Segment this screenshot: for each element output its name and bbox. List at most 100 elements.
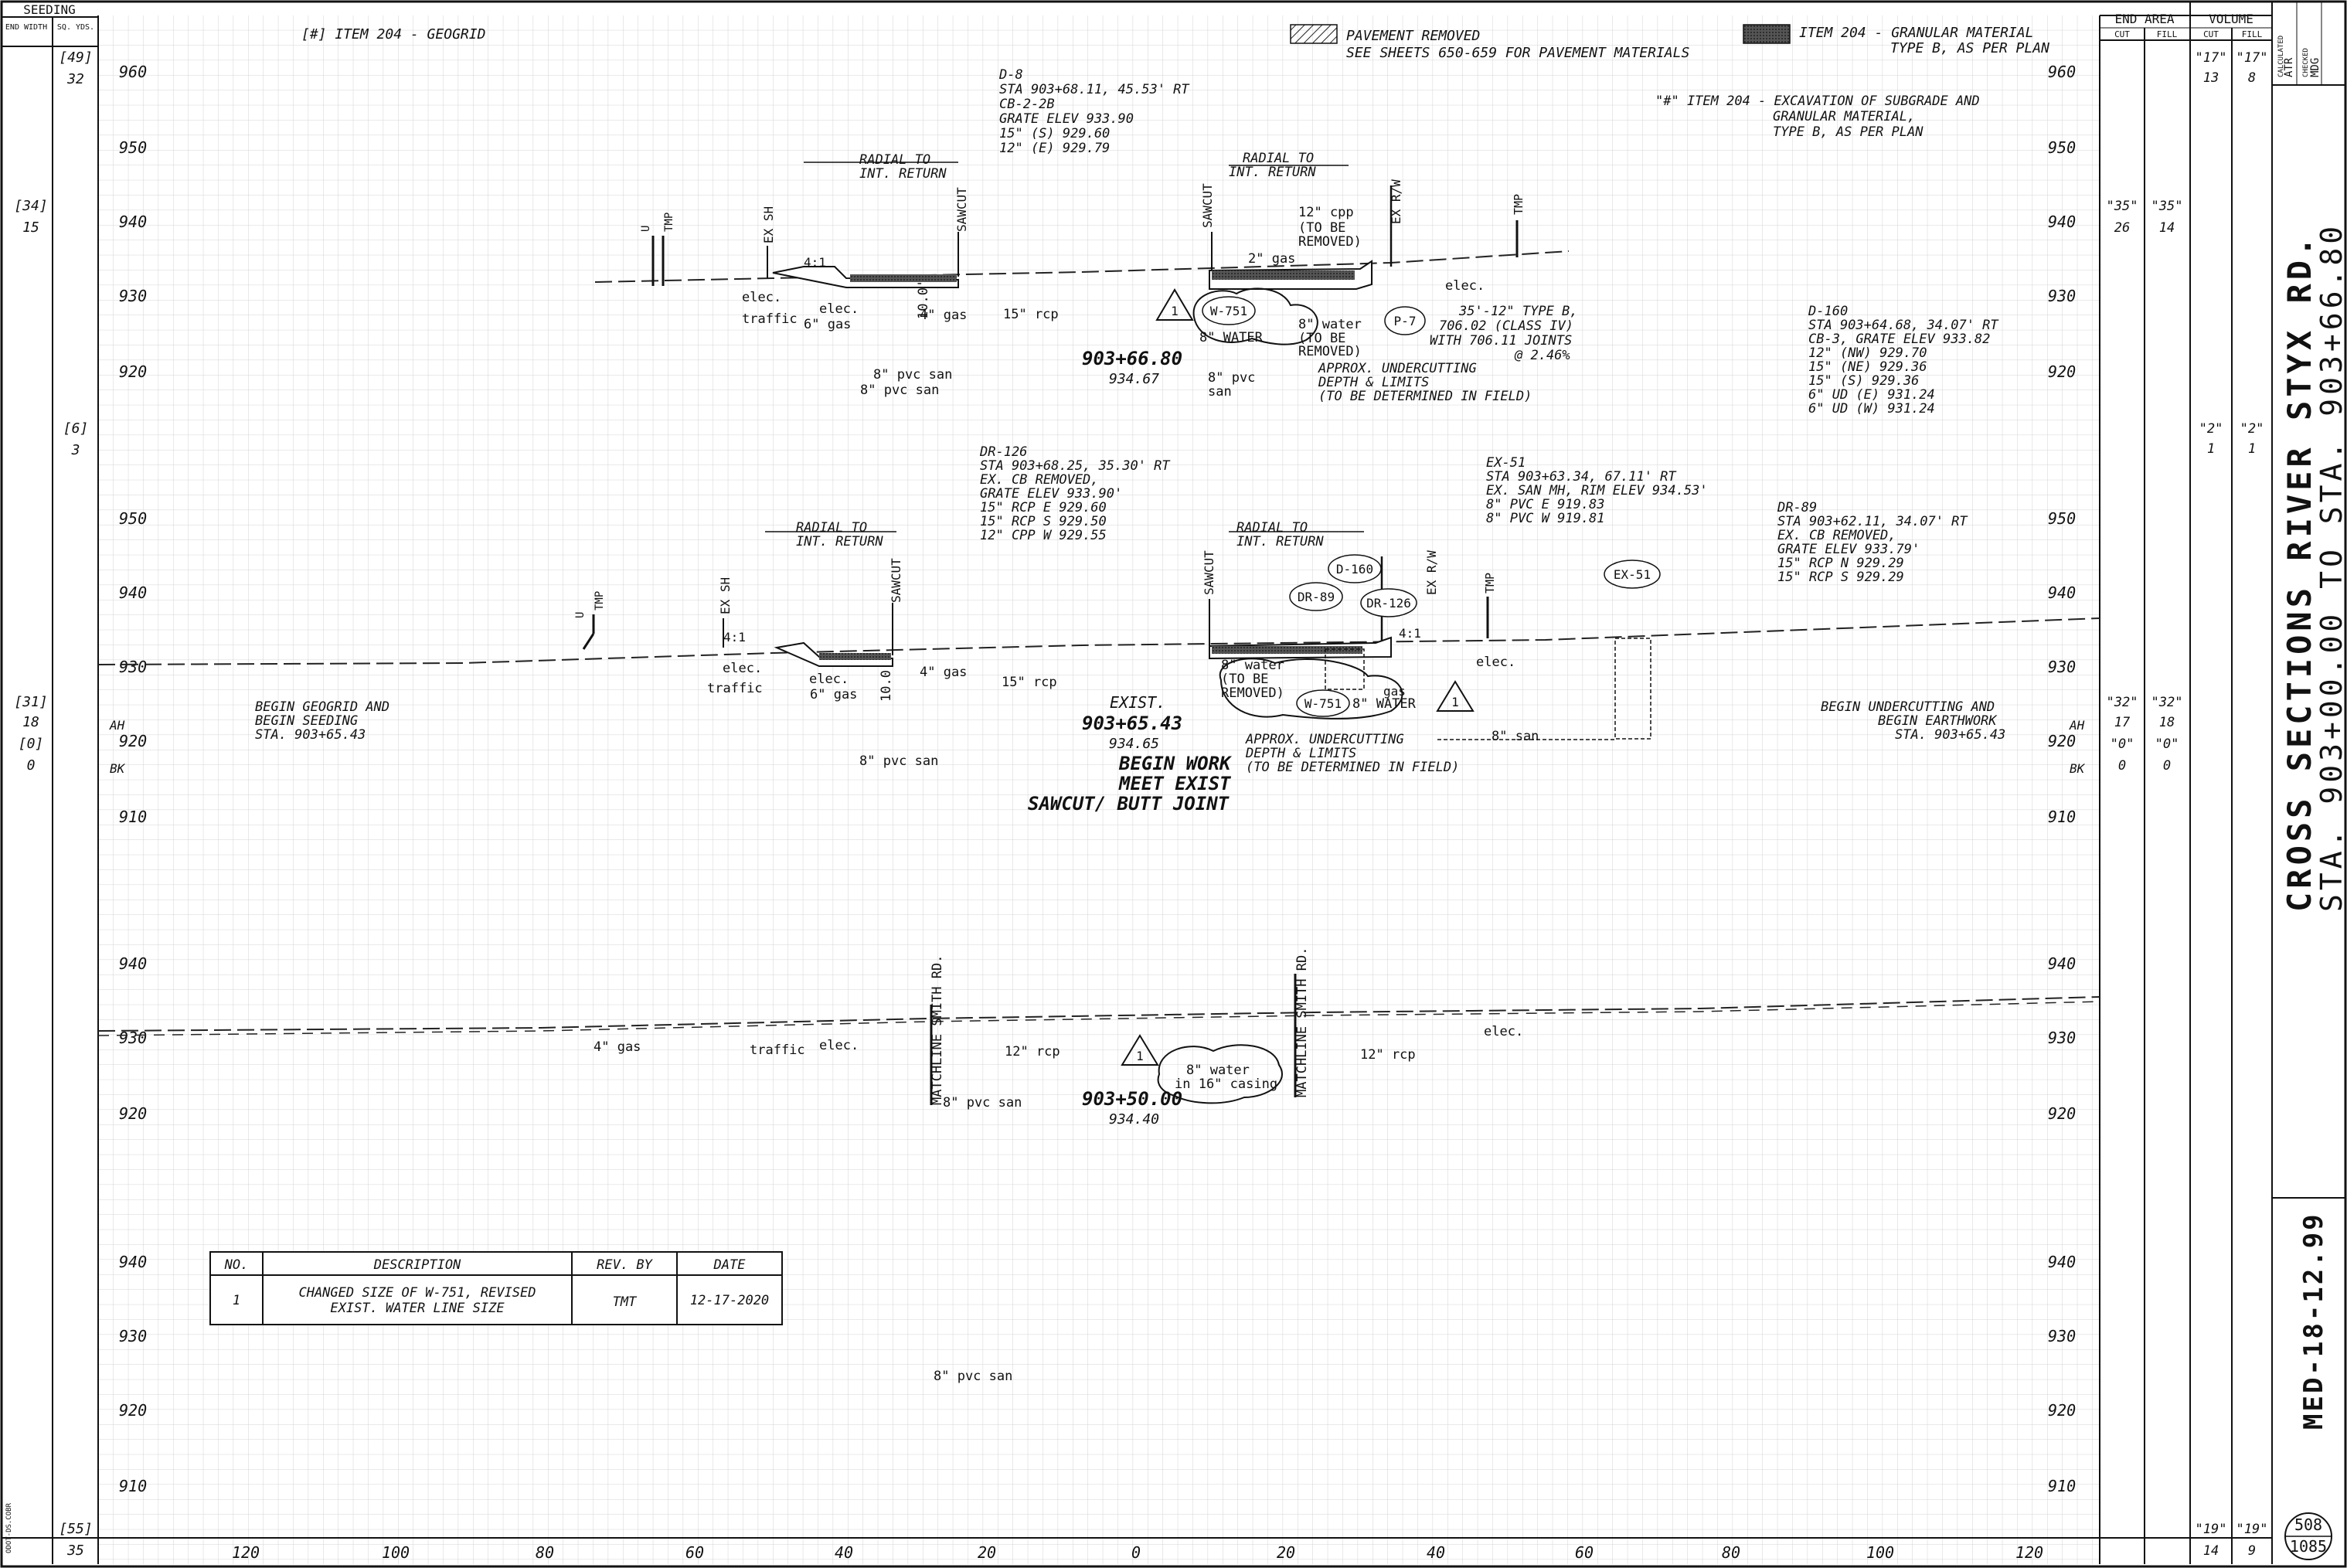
- s3-revision-cloud: [1157, 1044, 1283, 1104]
- s1-elev-960-right: 960: [2048, 63, 2076, 81]
- s1-typeb-4: @ 2.46%: [1514, 348, 1570, 363]
- s2-existing-ground: [97, 617, 2100, 665]
- axis-label-10: 80: [1722, 1543, 1740, 1562]
- s2-elev-950-right: 950: [2048, 509, 2076, 528]
- legend-pavement-swatch: [1290, 24, 1338, 44]
- s1-elev-920-right: 920: [2048, 362, 2076, 381]
- s2-dr126-line-1: STA 903+68.25, 35.30' RT: [980, 458, 1171, 474]
- s4-elev-910-left: 910: [119, 1477, 147, 1495]
- s1-d160-line-0: D-160: [1808, 304, 1848, 319]
- grid-frame: [97, 15, 2100, 1564]
- s2-revision-cloud: [1219, 658, 1403, 719]
- ea2-cut: 17: [2114, 715, 2131, 730]
- s2-undercut-1: APPROX. UNDERCUTTING: [1245, 732, 1404, 747]
- s2-traffic: traffic: [707, 681, 763, 696]
- calculated-label: CALCULATED: [2277, 36, 2285, 77]
- seeding-col-end-width: END WIDTH: [5, 23, 47, 32]
- section-903-65-43: 950 940 930 920 910 950 940 930 920 910 …: [97, 444, 2100, 826]
- s3-gas-4: 4" gas: [594, 1039, 641, 1055]
- rev-header-description: DESCRIPTION: [373, 1257, 461, 1273]
- s1-d160-line-2: CB-3, GRATE ELEV 933.82: [1808, 332, 1990, 347]
- s3-station: 903+50.00: [1082, 1088, 1182, 1110]
- s1-tmp-label: TMP: [663, 213, 675, 232]
- vol1-fill: 8: [2248, 70, 2256, 86]
- rev-header-by: REV. BY: [597, 1257, 653, 1273]
- s1-d8-line-4: 15" (S) 929.60: [999, 126, 1110, 141]
- s2-elev-920-right: 920: [2048, 732, 2076, 750]
- legend-granular-1: ITEM 204 - GRANULAR MATERIAL: [1799, 25, 2033, 41]
- s2-elev-930-right: 930: [2048, 658, 2076, 676]
- s2-dr126-line-0: DR-126: [979, 444, 1027, 460]
- ea1-fill-bracket: "35": [2151, 199, 2183, 214]
- rev-header-no: NO.: [224, 1257, 249, 1273]
- axis-label-9: 60: [1575, 1543, 1594, 1562]
- s1-radial-right: RADIAL TO: [1243, 151, 1314, 166]
- s2-dr126-line-6: 12" CPP W 929.55: [980, 528, 1107, 543]
- seeding-top-width: [49]: [59, 49, 92, 66]
- seeding-row3-width: [31]: [14, 694, 47, 710]
- s2-dr89-line-3: GRATE ELEV 933.79': [1777, 542, 1920, 557]
- seeding-bottom-width: [55]: [59, 1521, 92, 1537]
- s1-d8-line-2: CB-2-2B: [999, 97, 1055, 112]
- s1-p7-label: P-7: [1394, 314, 1417, 328]
- s2-elec-2: elec.: [809, 672, 849, 687]
- checked-label: CHECKED: [2302, 48, 2310, 77]
- s2-undercut-r-2: BEGIN EARTHWORK: [1878, 713, 1998, 729]
- rev-by: TMT: [613, 1294, 638, 1310]
- end-area-header: END AREA: [2114, 12, 2174, 26]
- s2-undercut-r-3: STA. 903+65.43: [1895, 727, 2005, 743]
- s2-geogrid-1: BEGIN GEOGRID AND: [255, 699, 389, 715]
- legend-pavement-note: SEE SHEETS 650-659 FOR PAVEMENT MATERIAL…: [1346, 45, 1689, 61]
- s1-station-elev: 934.67: [1109, 371, 1159, 387]
- title-block: CALCULATED ATR CHECKED MDG CROSS SECTION…: [2272, 2, 2347, 1560]
- s1-elev-940-right: 940: [2048, 213, 2076, 231]
- s2-tbr-2: REMOVED): [1221, 685, 1284, 701]
- s2-bk-right: BK: [2070, 761, 2086, 776]
- calculated-by: ATR: [2283, 57, 2295, 77]
- s1-pvc-san-1: 8" pvc san: [873, 367, 952, 383]
- s2-radial-right: RADIAL TO: [1236, 520, 1308, 536]
- seeding-row3-value: 18: [22, 714, 39, 730]
- ea1-cut: 26: [2114, 220, 2130, 236]
- s4-elev-930-right: 930: [2048, 1327, 2076, 1345]
- s2-exist: EXIST.: [1110, 693, 1165, 712]
- s1-water-8: 8" WATER: [1199, 330, 1264, 345]
- s2-elec: elec.: [723, 661, 762, 676]
- legend-excavation-2: GRANULAR MATERIAL,: [1773, 109, 1915, 124]
- section-903-66-80: 960 950 940 930 920 960 950 940 930 920 …: [119, 63, 2076, 417]
- s1-ex-sh-label: EX SH: [761, 206, 776, 243]
- vol3-cut-bracket: "19": [2196, 1522, 2227, 1537]
- s1-cpp-12: 12" cpp: [1298, 205, 1354, 220]
- s2-dr89-label: DR-89: [1298, 590, 1335, 604]
- seeding-row2-value: 3: [71, 442, 80, 458]
- s2-revision-number: 1: [1451, 695, 1459, 709]
- s2-gas-6: 6" gas: [810, 687, 857, 702]
- s1-elec-2: elec.: [819, 301, 859, 317]
- s3-water-2: in 16" casing: [1175, 1077, 1277, 1092]
- s1-traffic: traffic: [742, 311, 798, 327]
- s2-elev-930-left: 930: [119, 658, 147, 676]
- sheet-total: 1085: [2290, 1537, 2327, 1556]
- s2-d160-label: D-160: [1336, 562, 1373, 577]
- s2-radial-left: RADIAL TO: [796, 520, 867, 536]
- vol1-fill-bracket: "17": [2236, 50, 2268, 66]
- axis-label-4: 40: [835, 1543, 853, 1562]
- vol2-cut: 1: [2207, 441, 2215, 457]
- s1-d8-line-3: GRATE ELEV 933.90: [999, 111, 1134, 127]
- end-area-cut: CUT: [2114, 29, 2130, 39]
- s2-sawcut-right: SAWCUT: [1202, 550, 1216, 595]
- s1-pvc-san-3: 8" pvc: [1208, 370, 1255, 386]
- s3-revision-number: 1: [1136, 1049, 1144, 1063]
- s1-revision-triangle: [1155, 288, 1194, 321]
- seeding-bottom-value: 35: [66, 1542, 84, 1559]
- s1-undercut-2: DEPTH & LIMITS: [1318, 375, 1429, 390]
- s1-d8-line-5: 12" (E) 929.79: [999, 141, 1110, 156]
- s3-elev-930-left: 930: [119, 1029, 147, 1047]
- s1-water-8b: 8" water: [1298, 317, 1362, 332]
- s1-existing-ground: [594, 250, 1570, 283]
- s2-tmp-right: TMP: [1483, 573, 1497, 594]
- s2-ex51-line-0: EX-51: [1486, 455, 1526, 471]
- s1-tbr-4: REMOVED): [1298, 344, 1362, 359]
- vol3-fill-bracket: "19": [2236, 1522, 2268, 1537]
- sheet-number: 508: [2294, 1515, 2322, 1534]
